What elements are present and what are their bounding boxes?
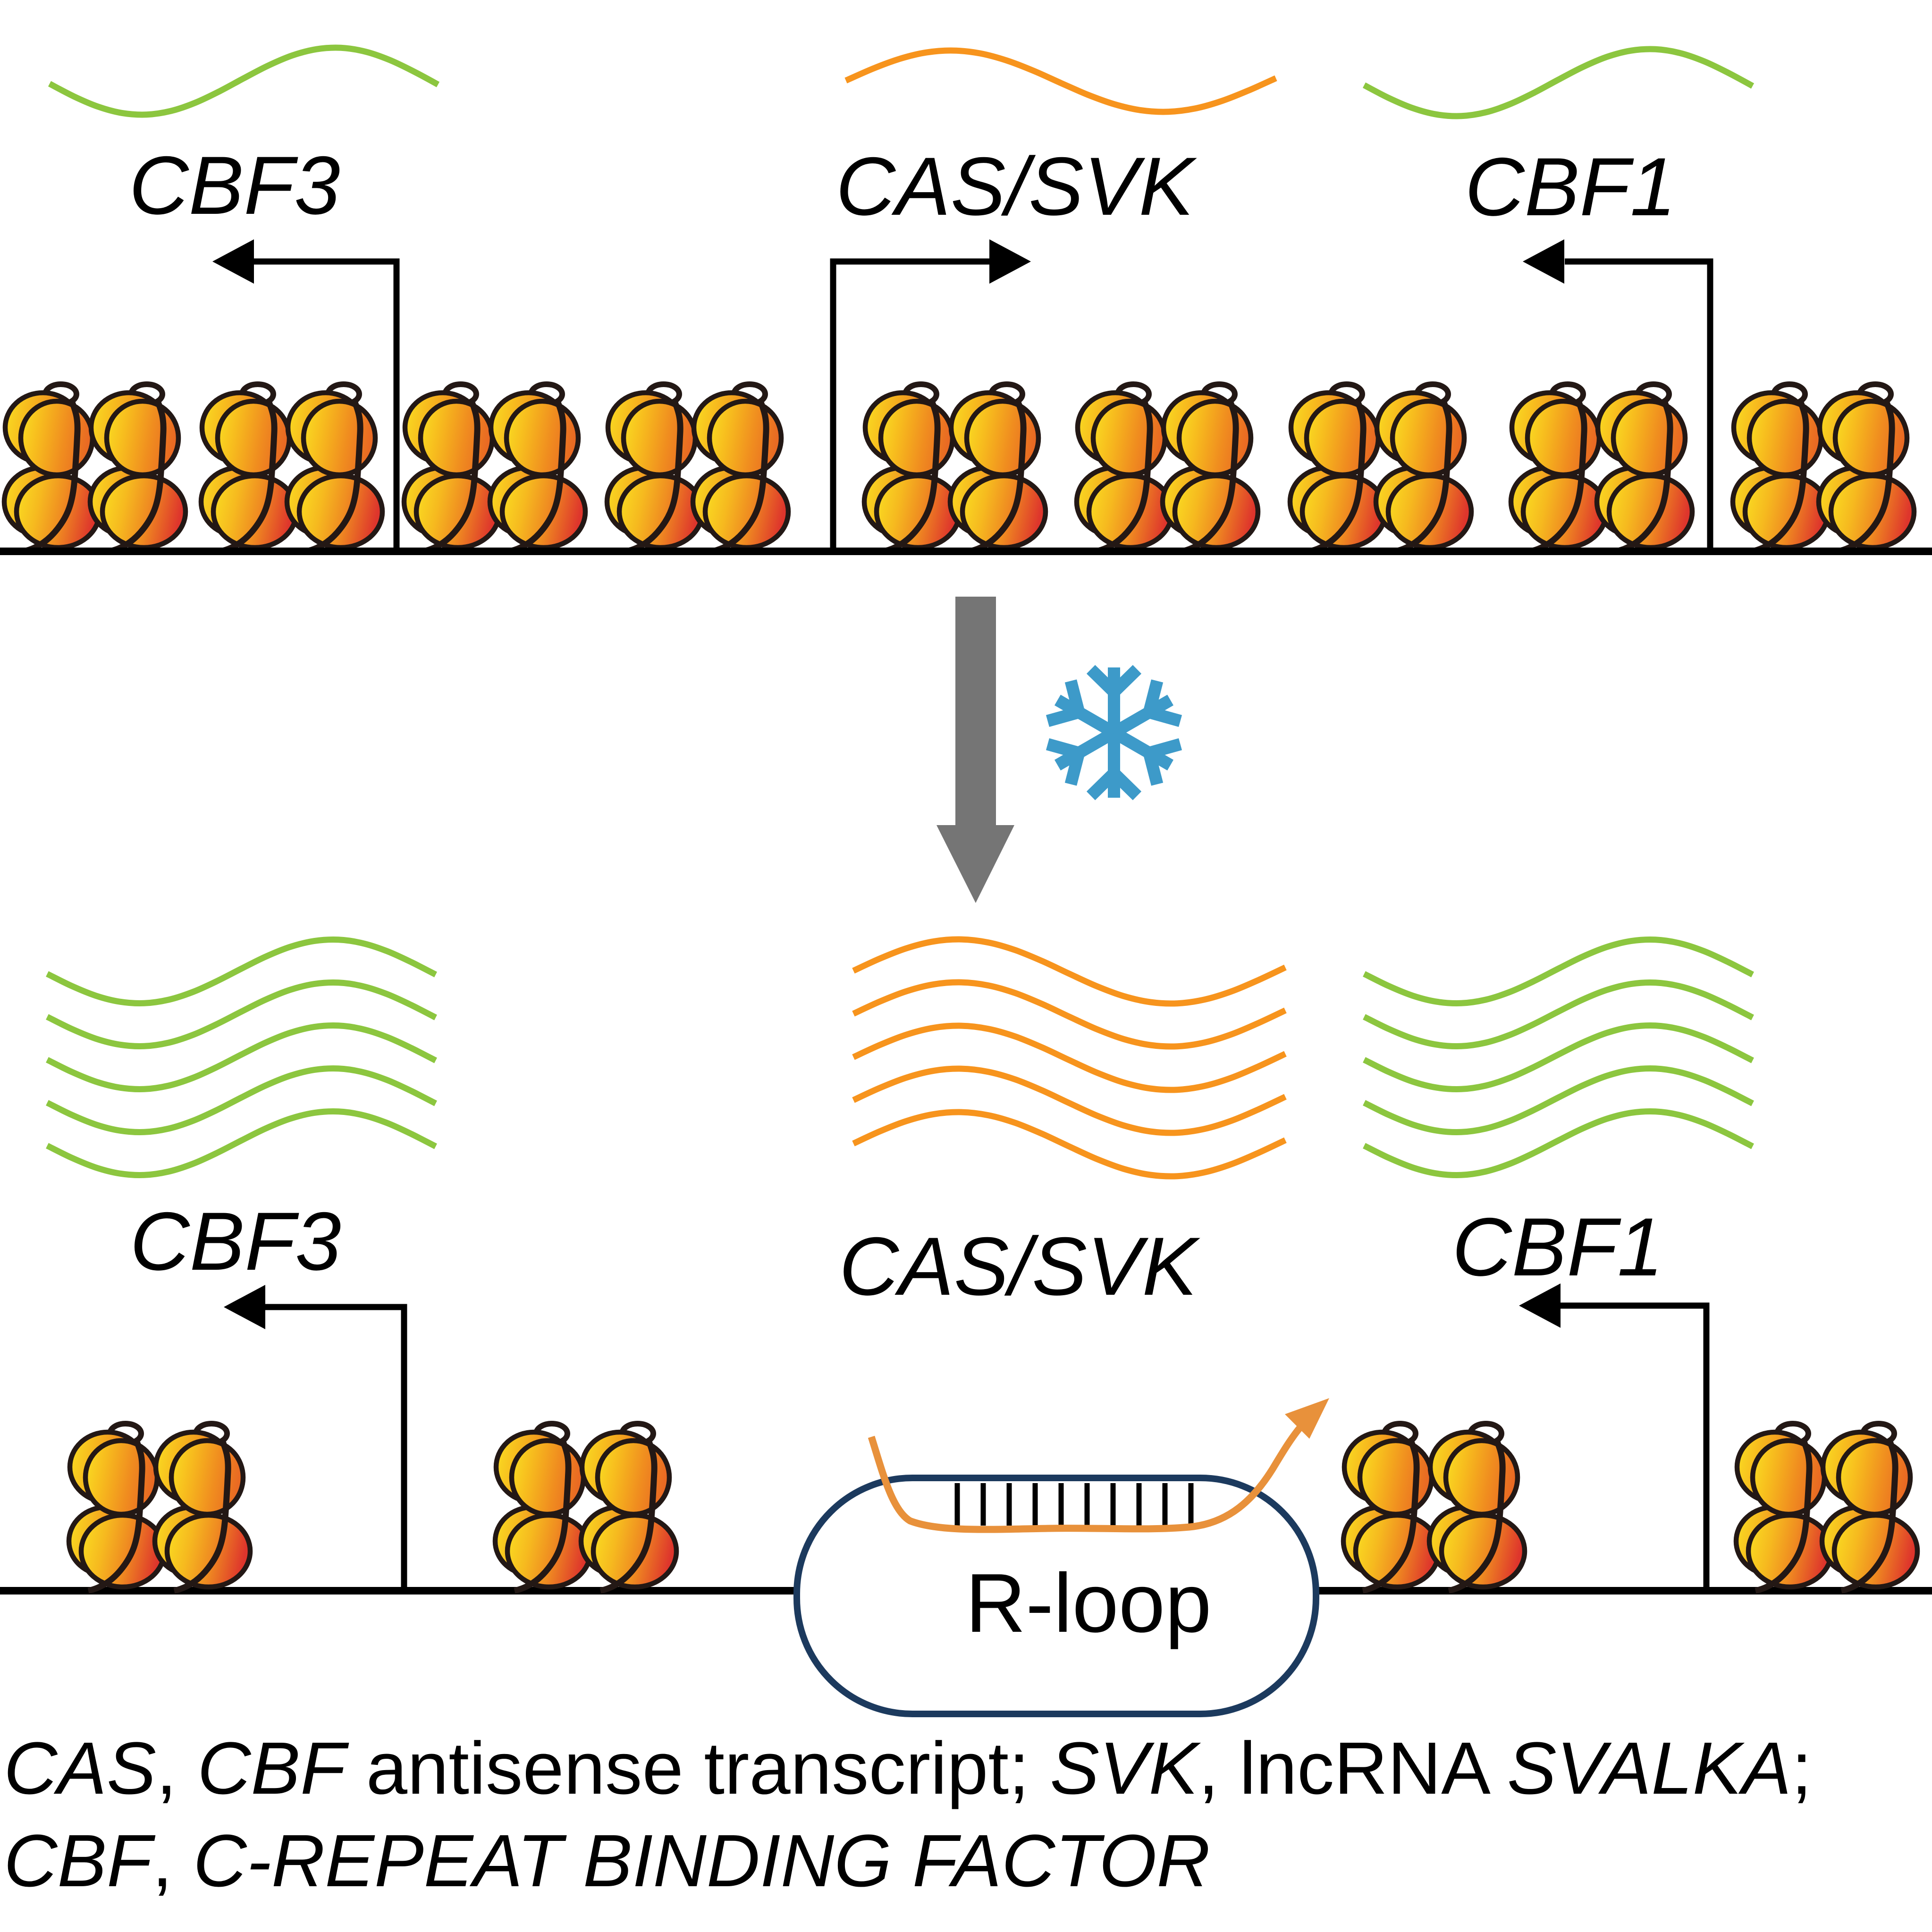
svg-text:CAS/SVK: CAS/SVK [839, 1221, 1201, 1313]
svg-text:CAS/SVK: CAS/SVK [836, 141, 1198, 233]
svg-text:CAS, CBF antisense transcript;: CAS, CBF antisense transcript; SVK, lncR… [4, 1727, 1812, 1810]
svg-text:CBF1: CBF1 [1465, 141, 1676, 233]
svg-text:CBF3: CBF3 [129, 140, 340, 232]
svg-text:R-loop: R-loop [965, 1556, 1211, 1650]
svg-text:CBF1: CBF1 [1452, 1201, 1663, 1293]
svg-text:CBF, C-REPEAT BINDING FACTOR: CBF, C-REPEAT BINDING FACTOR [4, 1820, 1210, 1902]
svg-text:CBF3: CBF3 [130, 1196, 341, 1288]
